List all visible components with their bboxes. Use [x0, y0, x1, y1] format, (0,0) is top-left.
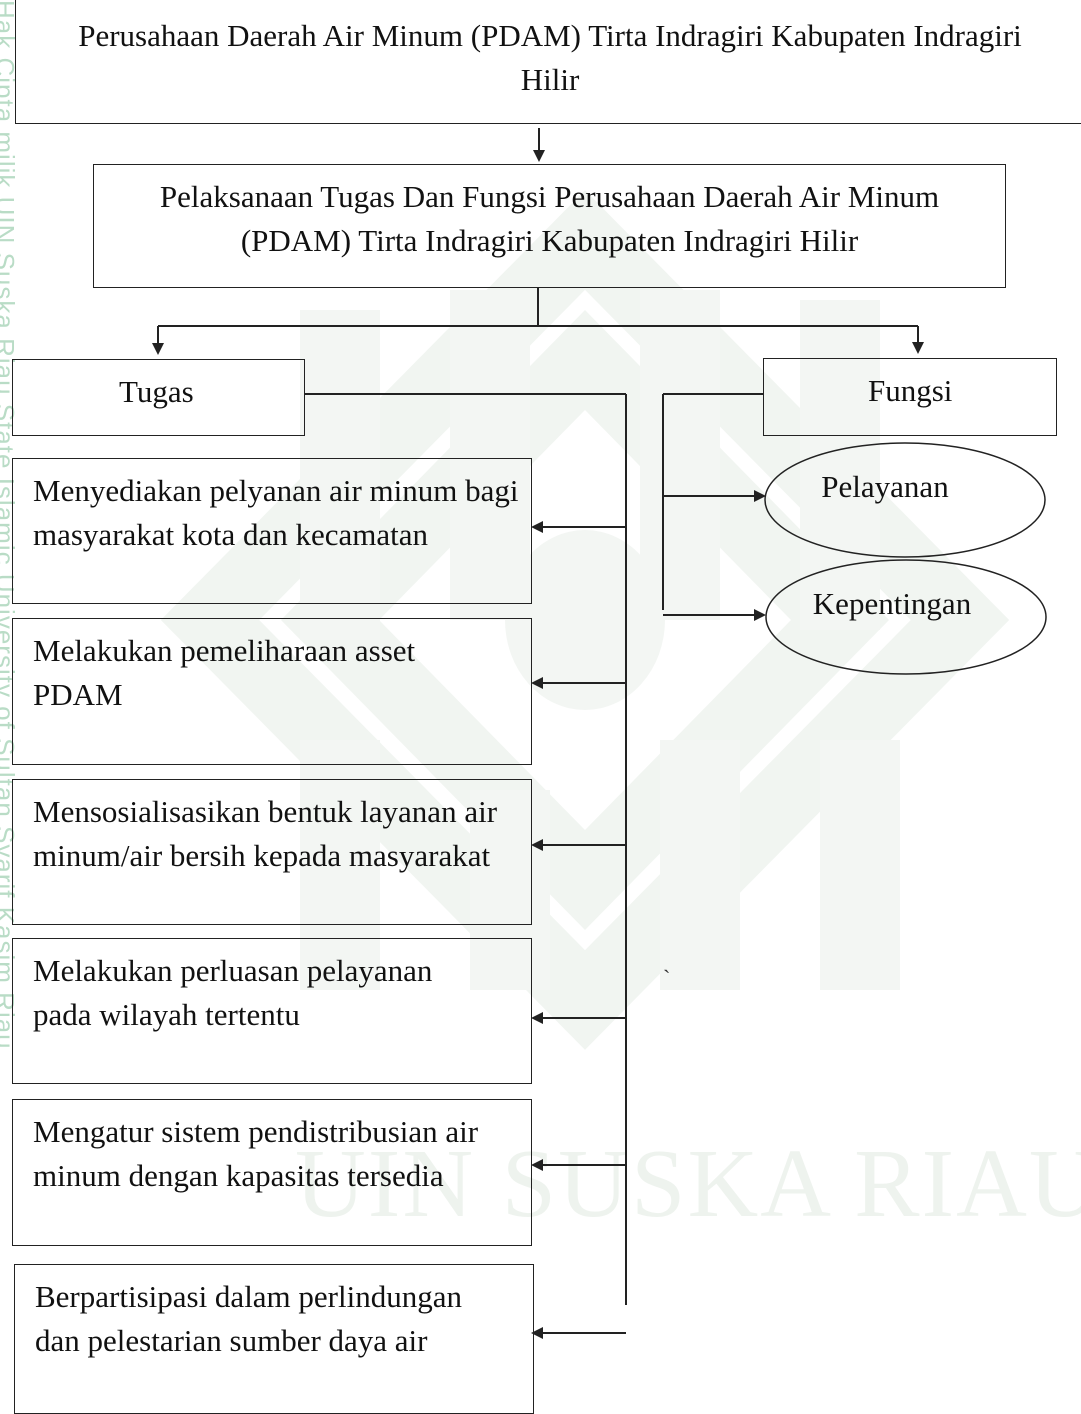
- tugas-label: Tugas: [119, 374, 194, 409]
- fungsi-item-2: Kepentingan: [766, 582, 1046, 632]
- fungsi-label: Fungsi: [868, 373, 953, 408]
- tugas-item-text: Mengatur sistem pendistribusian air minu…: [33, 1114, 479, 1193]
- tugas-item-5: Mengatur sistem pendistribusian air minu…: [12, 1099, 532, 1246]
- fungsi-box: Fungsi: [763, 358, 1057, 436]
- fungsi-ellipse-2: [765, 559, 1047, 675]
- tugas-box: Tugas: [12, 359, 305, 436]
- tugas-item-text: Berpartisipasi dalam perlindungan dan pe…: [35, 1279, 462, 1358]
- header-box: Perusahaan Daerah Air Minum (PDAM) Tirta…: [15, 0, 1081, 124]
- header-title: Perusahaan Daerah Air Minum (PDAM) Tirta…: [78, 18, 1022, 97]
- tugas-item-6: Berpartisipasi dalam perlindungan dan pe…: [14, 1264, 534, 1414]
- stray-mark: `: [663, 965, 671, 990]
- tugas-item-text: Mensosialisasikan bentuk layanan air min…: [33, 794, 498, 873]
- tugas-item-4: Melakukan perluasan pelayanan pada wilay…: [12, 938, 532, 1084]
- tugas-item-1: Menyediakan pelyanan air minum bagi masy…: [12, 458, 532, 604]
- fungsi-item-1: Pelayanan: [765, 465, 1045, 515]
- fungsi-ellipse-1: [764, 442, 1046, 558]
- fungsi-item-text: Pelayanan: [821, 469, 949, 504]
- tugas-item-3: Mensosialisasikan bentuk layanan air min…: [12, 779, 532, 925]
- tugas-item-text: Melakukan pemeliharaan asset PDAM: [33, 633, 416, 712]
- fungsi-item-text: Kepentingan: [812, 586, 972, 621]
- tugas-item-text: Melakukan perluasan pelayanan pada wilay…: [33, 953, 433, 1032]
- process-title: Pelaksanaan Tugas Dan Fungsi Perusahaan …: [159, 179, 940, 258]
- tugas-item-2: Melakukan pemeliharaan asset PDAM: [12, 618, 532, 765]
- tugas-item-text: Menyediakan pelyanan air minum bagi masy…: [33, 473, 519, 552]
- process-box: Pelaksanaan Tugas Dan Fungsi Perusahaan …: [93, 164, 1006, 288]
